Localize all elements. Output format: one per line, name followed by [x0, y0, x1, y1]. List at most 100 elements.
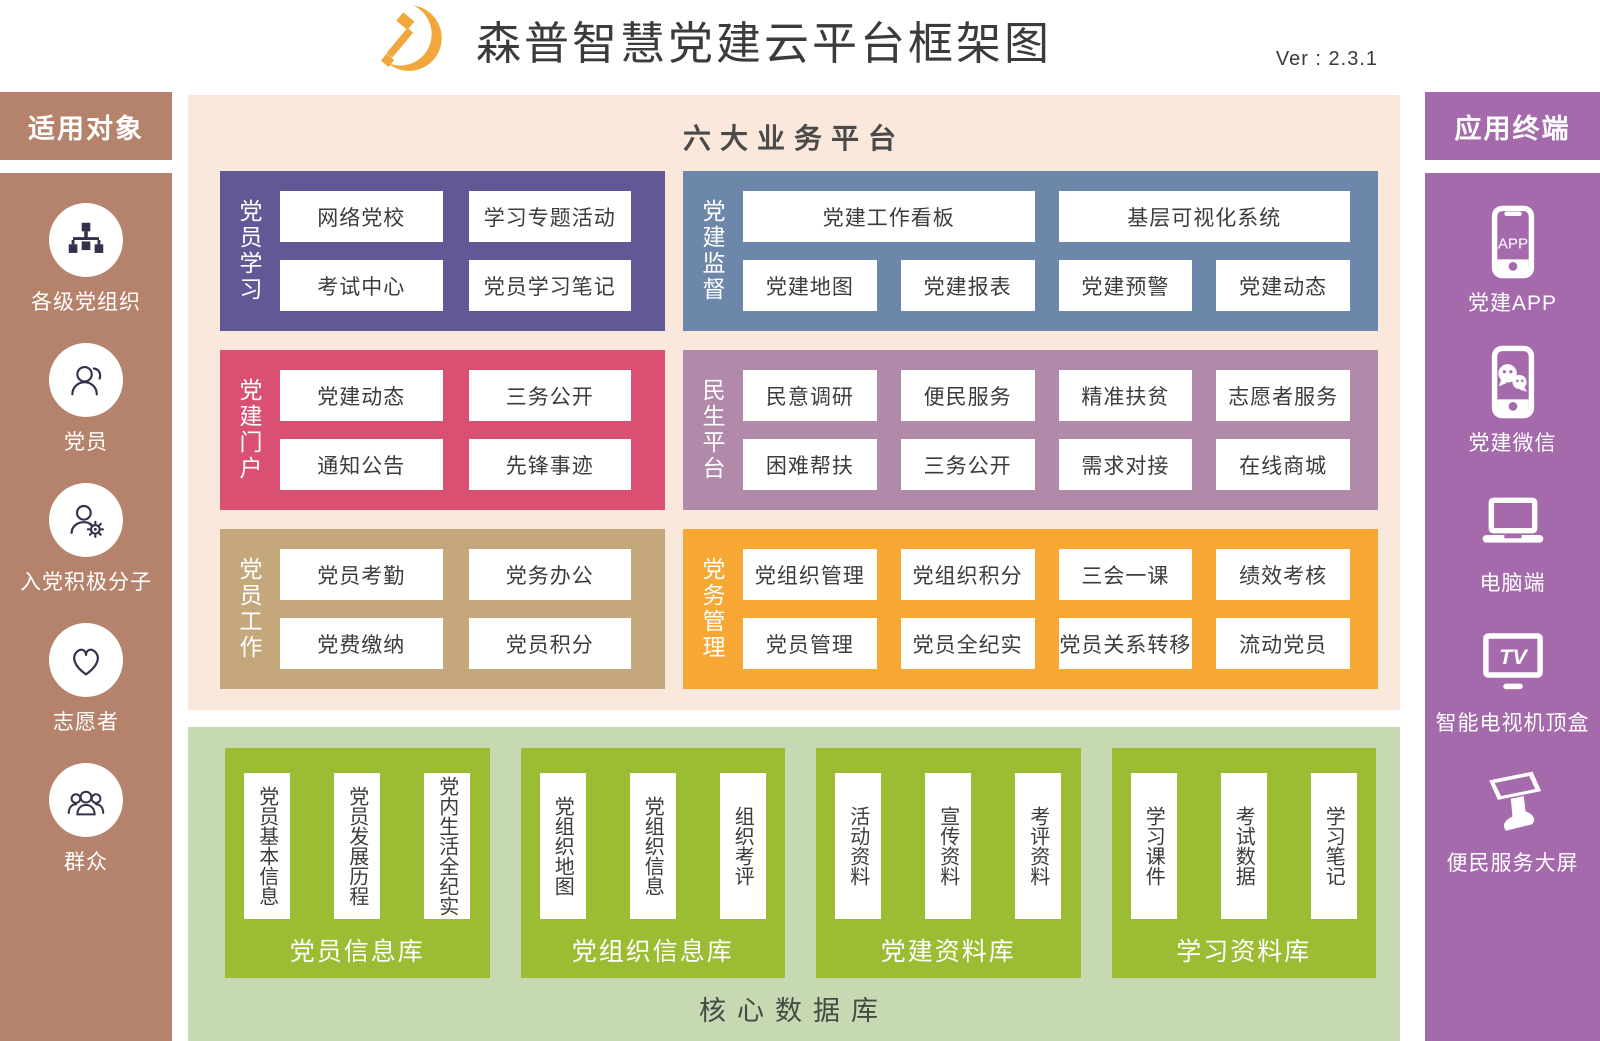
platform-item: 党建动态 — [280, 370, 443, 421]
tv-icon: TV — [1482, 633, 1543, 690]
platform-item: 精准扶贫 — [1058, 370, 1193, 421]
icon-circle — [49, 623, 123, 697]
db-group-learning-materials: 学习课件 考试数据 学习笔记 学习资料库 — [1111, 748, 1376, 978]
platform-item: 党建地图 — [743, 260, 877, 311]
audience-item-label: 志愿者 — [53, 711, 119, 734]
platform-items: 民意调研 便民服务 精准扶贫 志愿者服务 困难帮扶 三务公开 需求对接 在线商城 — [741, 350, 1378, 510]
platform-item: 绩效考核 — [1216, 549, 1350, 600]
audience-item-label: 各级党组织 — [31, 291, 141, 314]
audience-item-activist: 入党积极分子 — [20, 483, 152, 596]
platform-member-work: 党员工作 党员考勤 党务办公 党费缴纳 党员积分 — [220, 529, 665, 689]
platform-items: 党建动态 三务公开 通知公告 先锋事迹 — [278, 350, 665, 510]
brand: 森普智慧党建云平台框架图 — [372, 4, 1052, 74]
platform-label: 民生平台 — [699, 378, 725, 482]
icon-circle — [49, 763, 123, 837]
sidebar-terminals: 应用终端 APP 党建APP — [1425, 92, 1600, 1041]
platform-items: 党员考勤 党务办公 党费缴纳 党员积分 — [278, 529, 665, 689]
platform-item: 党组织管理 — [743, 549, 877, 600]
terminal-item-label: 智能电视机顶盒 — [1435, 712, 1590, 735]
db-group-label: 党员信息库 — [289, 938, 425, 966]
sidebar-audience-title: 适用对象 — [0, 92, 172, 160]
platform-item: 通知公告 — [280, 439, 443, 490]
platform-item: 流动党员 — [1216, 618, 1350, 669]
six-platforms-panel: 六大业务平台 党员学习 网络党校 学习专题活动 考试中心 党员学习笔记 党建监督… — [188, 95, 1400, 710]
platform-item: 党员考勤 — [280, 549, 443, 600]
db-column: 党内生活全纪实 — [424, 773, 471, 919]
terminal-item-pc: 电脑端 — [1474, 483, 1552, 597]
db-column: 学习笔记 — [1310, 773, 1357, 919]
terminal-item-wechat: 党建微信 — [1469, 343, 1557, 457]
platform-label: 党务管理 — [699, 557, 725, 661]
audience-item-volunteer: 志愿者 — [49, 623, 123, 736]
db-column: 党组织地图 — [539, 773, 586, 919]
divider — [0, 160, 172, 173]
platform-item: 党建报表 — [900, 260, 1035, 311]
audience-item-label: 群众 — [64, 851, 108, 874]
platform-item: 党员积分 — [468, 618, 631, 669]
org-chart-icon — [68, 222, 104, 253]
db-columns: 党员基本信息 党员发展历程 党内生活全纪实 — [244, 773, 471, 919]
platform-party-supervision: 党建监督 党建工作看板 基层可视化系统 党建地图 党建报表 党建预警 党建动态 — [683, 171, 1378, 331]
platform-item: 民意调研 — [743, 370, 877, 421]
db-column: 考评资料 — [1015, 773, 1062, 919]
db-column: 党组织信息 — [629, 773, 676, 919]
platform-item: 党建工作看板 — [743, 191, 1035, 242]
platform-item: 先锋事迹 — [468, 439, 631, 490]
sidebar-terminals-body: APP 党建APP — [1425, 173, 1600, 1041]
core-database-title: 核心数据库 — [699, 996, 889, 1026]
terminal-item-kiosk: 便民服务大屏 — [1447, 763, 1579, 877]
terminal-item-label: 党建微信 — [1468, 432, 1557, 455]
platform-item: 三务公开 — [900, 439, 1035, 490]
icon-circle — [49, 483, 123, 557]
platform-items: 党组织管理 党组织积分 三会一课 绩效考核 党员管理 党员全纪实 党员关系转移 … — [741, 529, 1378, 689]
svg-text:TV: TV — [1499, 644, 1528, 669]
platform-member-learning: 党员学习 网络党校 学习专题活动 考试中心 党员学习笔记 — [220, 171, 665, 331]
terminal-item-label: 电脑端 — [1479, 572, 1546, 595]
platform-item: 需求对接 — [1058, 439, 1193, 490]
platform-item: 党建动态 — [1216, 260, 1350, 311]
db-column: 考试数据 — [1220, 773, 1267, 919]
sidebar-terminals-title: 应用终端 — [1425, 92, 1600, 160]
platform-item: 志愿者服务 — [1216, 370, 1350, 421]
platform-item: 困难帮扶 — [743, 439, 877, 490]
db-group-party-materials: 活动资料 宣传资料 考评资料 党建资料库 — [816, 748, 1081, 978]
platform-item: 三会一课 — [1058, 549, 1193, 600]
terminal-item-label: 便民服务大屏 — [1446, 852, 1579, 875]
db-group-org-info: 党组织地图 党组织信息 组织考评 党组织信息库 — [520, 748, 785, 978]
party-emblem-icon — [380, 5, 442, 71]
db-column: 党员发展历程 — [334, 773, 381, 919]
platform-item: 学习专题活动 — [468, 191, 631, 242]
database-groups: 党员基本信息 党员发展历程 党内生活全纪实 党员信息库 党组织地图 党组织信息 … — [188, 727, 1400, 978]
platform-items: 党建工作看板 基层可视化系统 党建地图 党建报表 党建预警 党建动态 — [741, 171, 1378, 331]
platform-livelihood: 民生平台 民意调研 便民服务 精准扶贫 志愿者服务 困难帮扶 三务公开 需求对接… — [683, 350, 1378, 510]
platform-item: 考试中心 — [280, 260, 443, 311]
platform-item: 党组织积分 — [900, 549, 1035, 600]
platform-label: 党员工作 — [236, 557, 262, 661]
db-column: 活动资料 — [835, 773, 882, 919]
platform-items: 网络党校 学习专题活动 考试中心 党员学习笔记 — [278, 171, 665, 331]
user-icon — [71, 365, 102, 396]
db-group-member-info: 党员基本信息 党员发展历程 党内生活全纪实 党员信息库 — [225, 748, 490, 978]
db-group-label: 党建资料库 — [880, 938, 1016, 966]
sidebar-audience-body: 各级党组织 党员 — [0, 173, 172, 1041]
audience-item-label: 入党积极分子 — [20, 571, 152, 594]
platform-item: 党务办公 — [468, 549, 631, 600]
db-group-label: 党组织信息库 — [571, 938, 734, 966]
page-title: 森普智慧党建云平台框架图 — [476, 17, 1053, 69]
icon-circle — [49, 343, 123, 417]
kiosk-icon — [1488, 771, 1541, 831]
platform-item: 三务公开 — [468, 370, 631, 421]
group-icon — [67, 790, 105, 816]
platform-party-portal: 党建门户 党建动态 三务公开 通知公告 先锋事迹 — [220, 350, 665, 510]
platform-item: 党员关系转移 — [1058, 618, 1193, 669]
db-columns: 活动资料 宣传资料 考评资料 — [835, 773, 1062, 919]
platform-item: 党建预警 — [1058, 260, 1193, 311]
terminal-item-tv: TV 智能电视机顶盒 — [1436, 623, 1590, 737]
audience-item-label: 党员 — [64, 431, 108, 454]
sidebar-audience: 适用对象 — [0, 92, 172, 1041]
header-bar: 森普智慧党建云平台框架图 Ver : 2.3.1 — [0, 0, 1600, 92]
version-label: Ver : 2.3.1 — [1275, 48, 1378, 70]
db-column: 宣传资料 — [925, 773, 972, 919]
db-columns: 党组织地图 党组织信息 组织考评 — [539, 773, 766, 919]
